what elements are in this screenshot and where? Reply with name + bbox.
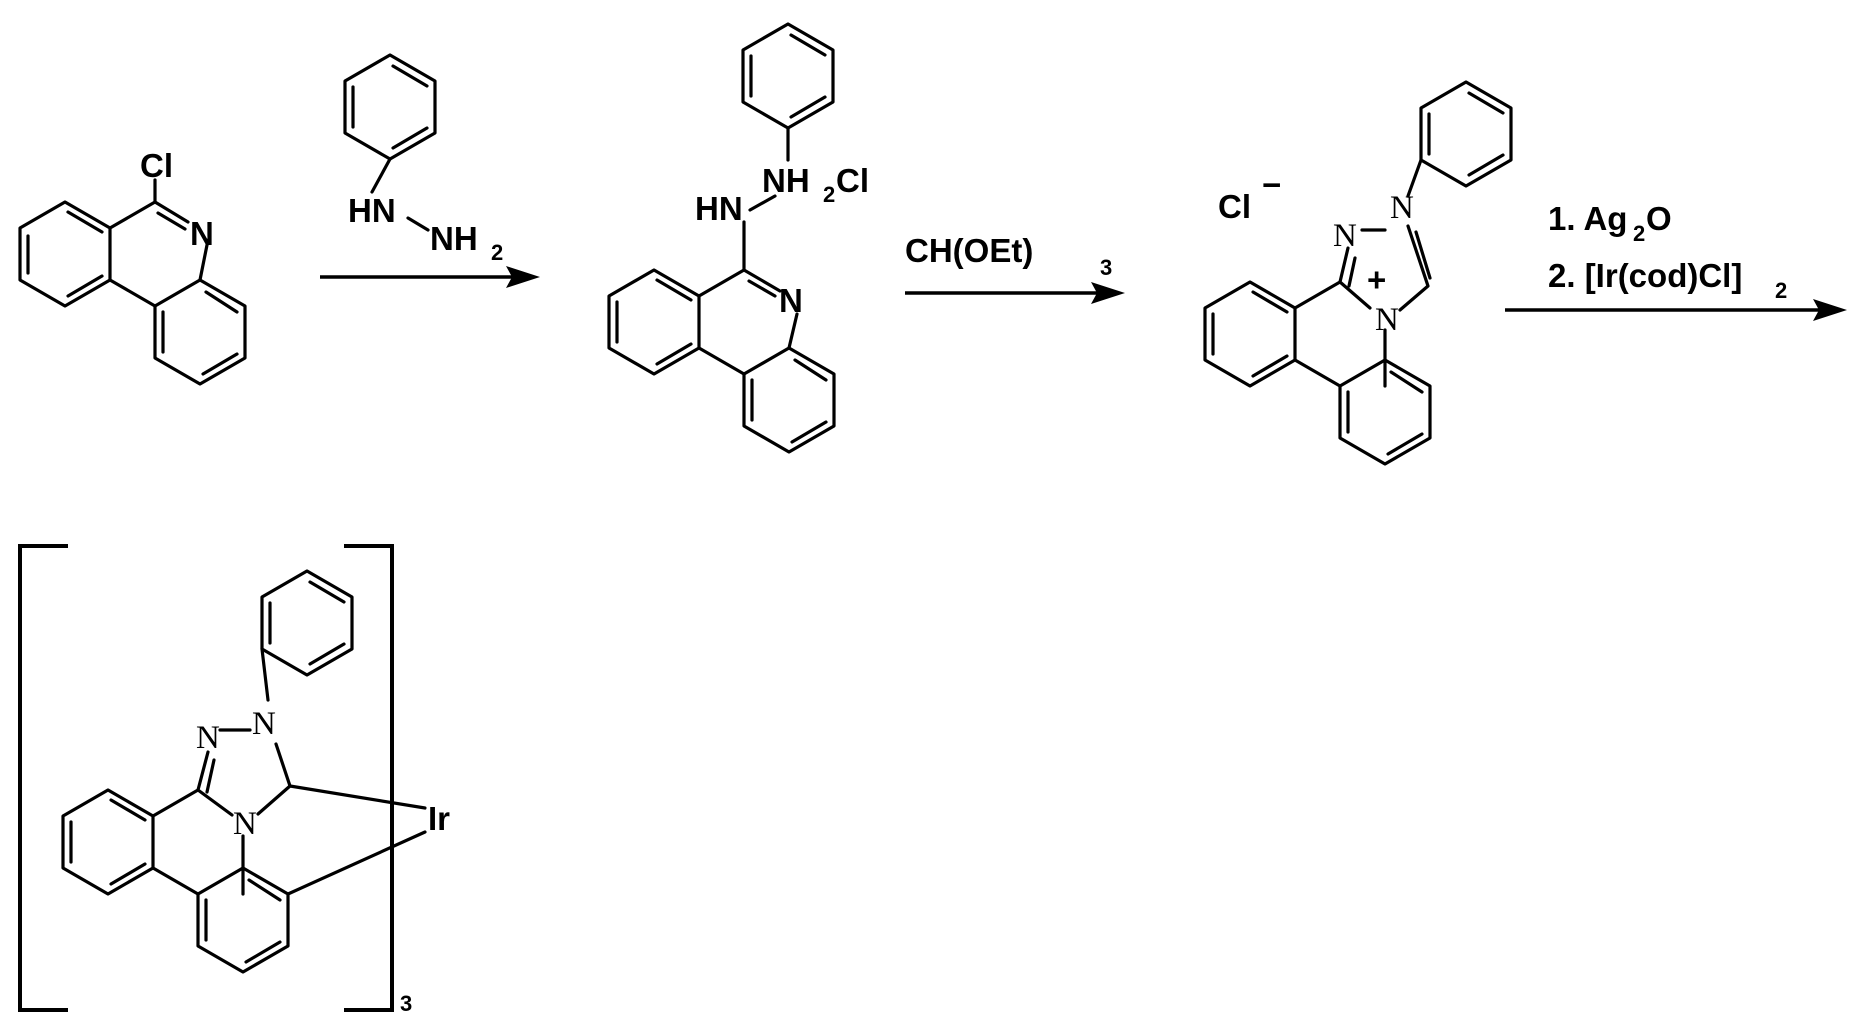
product-n3: N bbox=[233, 806, 257, 842]
reagent-phenylhydrazine: HN NH 2 bbox=[345, 55, 503, 265]
compound-3-counter-charge: − bbox=[1262, 166, 1281, 203]
product-iridium-complex: 3 N N N Ir bbox=[20, 546, 450, 1016]
compound-2: HN NH 2 Cl N bbox=[609, 24, 869, 452]
reagent-triethyl-orthoformate: CH(OEt) bbox=[905, 232, 1033, 269]
compound-2-chloride: Cl bbox=[836, 162, 869, 199]
compound-3-n3: N bbox=[1375, 302, 1399, 338]
compound-3-n1: N bbox=[1333, 218, 1357, 254]
compound-1: Cl N bbox=[20, 147, 245, 384]
reagent-step2-prefix: 2. [Ir(cod)Cl] bbox=[1548, 257, 1742, 294]
reagent-step2-subscript: 2 bbox=[1775, 278, 1787, 303]
product-n1: N bbox=[196, 720, 220, 756]
product-n2: N bbox=[252, 706, 276, 742]
reagent-nh-subscript: 2 bbox=[491, 240, 503, 265]
compound-3-n2: N bbox=[1390, 190, 1414, 226]
compound-3-charge: + bbox=[1367, 261, 1386, 298]
reagent-nh-label: NH bbox=[430, 220, 478, 257]
compound-3: Cl − N N N + bbox=[1205, 82, 1511, 464]
compound-2-nitrogen: N bbox=[779, 282, 803, 319]
compound-3-counter-ion: Cl bbox=[1218, 188, 1251, 225]
reaction-arrow-1 bbox=[320, 266, 540, 288]
compound-1-nitrogen: N bbox=[190, 215, 214, 252]
reagent-step1-subscript: 2 bbox=[1633, 221, 1645, 246]
reaction-arrow-2: CH(OEt) 3 bbox=[905, 232, 1125, 304]
reaction-arrow-3: 1. Ag 2 O 2. [Ir(cod)Cl] 2 bbox=[1505, 200, 1847, 321]
product-metal-label: Ir bbox=[428, 800, 450, 837]
product-count-subscript: 3 bbox=[400, 991, 412, 1016]
compound-2-hn-label: HN bbox=[695, 190, 743, 227]
reagent-step1-suffix: O bbox=[1646, 200, 1672, 237]
compound-2-nh-label: NH bbox=[762, 162, 810, 199]
reagent-hn-label: HN bbox=[348, 192, 396, 229]
compound-1-chlorine: Cl bbox=[140, 147, 173, 184]
reagent-step1-prefix: 1. Ag bbox=[1548, 200, 1627, 237]
reagent-orthoformate-subscript: 3 bbox=[1100, 255, 1112, 280]
compound-2-nh-subscript: 2 bbox=[823, 182, 835, 207]
